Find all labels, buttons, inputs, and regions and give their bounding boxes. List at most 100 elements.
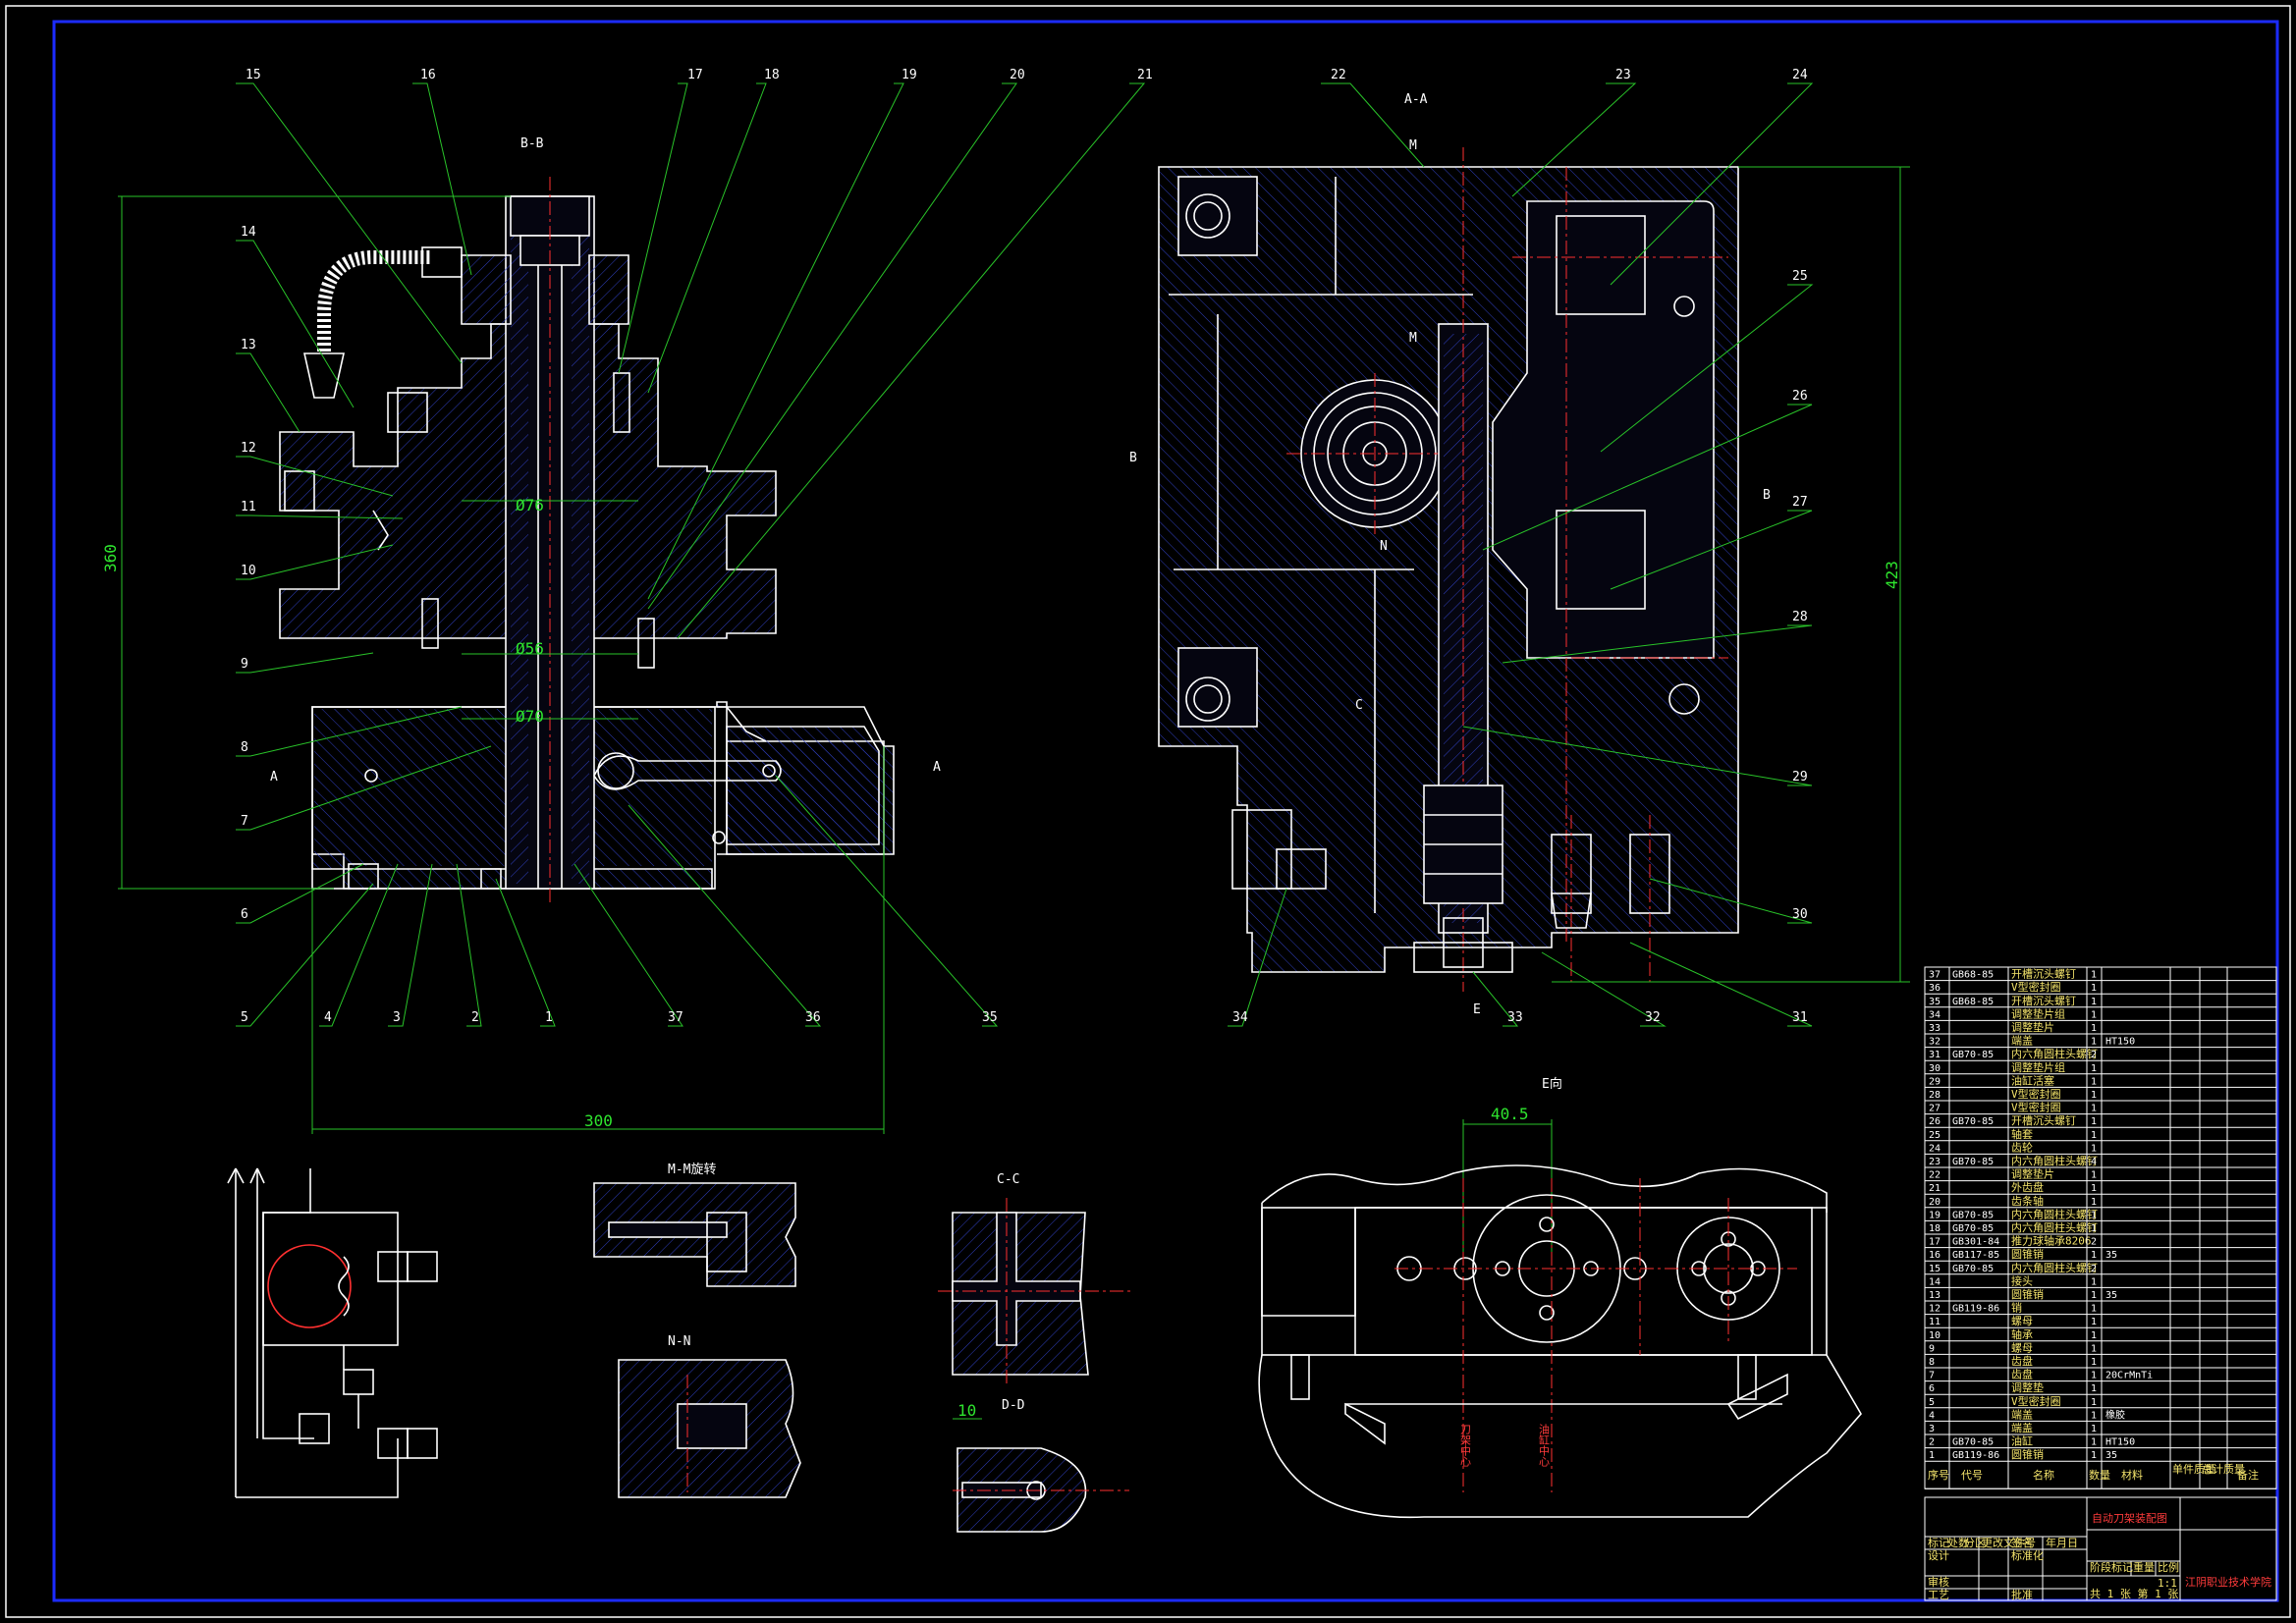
svg-text:17: 17 <box>687 68 703 82</box>
svg-text:26: 26 <box>1792 389 1808 404</box>
bom-no: 5 <box>1929 1397 1935 1408</box>
bom-header-qty: 数量 <box>2089 1469 2110 1482</box>
svg-text:比例: 比例 <box>2158 1560 2179 1574</box>
bom-qty: 1 <box>2091 1317 2097 1327</box>
bom-no: 31 <box>1929 1050 1941 1060</box>
svg-text:33: 33 <box>1507 1010 1523 1025</box>
bom-qty: 1 <box>2091 983 2097 994</box>
svg-text:6: 6 <box>241 907 248 922</box>
bom-header-code: 代号 <box>1961 1469 1983 1482</box>
svg-text:10: 10 <box>241 564 256 578</box>
svg-text:2: 2 <box>471 1010 479 1025</box>
detail-dd: D-D 10 <box>953 1398 1129 1533</box>
bom-name: 端盖 <box>2011 1407 2033 1421</box>
bom-name: 开槽沉头螺钉 <box>2011 968 2076 981</box>
bom-qty: 1 <box>2091 1450 2097 1461</box>
bom-name: V型密封圈 <box>2011 1394 2061 1408</box>
svg-text:处数: 处数 <box>1947 1537 1969 1549</box>
bom-qty: 2 <box>2091 1050 2097 1060</box>
svg-text:A-A: A-A <box>1404 92 1428 107</box>
bom-name: 内六角圆柱头螺钉 <box>2011 1154 2098 1167</box>
bom-no: 26 <box>1929 1116 1941 1127</box>
bom-name: 内六角圆柱头螺钉 <box>2011 1047 2098 1060</box>
svg-text:年月日: 年月日 <box>2046 1536 2078 1549</box>
bom-no: 10 <box>1929 1330 1941 1341</box>
svg-text:A: A <box>933 760 941 775</box>
bom-code: GB301-84 <box>1952 1237 1999 1248</box>
svg-text:工艺: 工艺 <box>1928 1589 1949 1601</box>
bom-name: 螺母 <box>2011 1315 2033 1327</box>
bom-header-no: 序号 <box>1928 1468 1949 1482</box>
bom-code: GB68-85 <box>1952 970 1994 981</box>
bom-code: GB119-86 <box>1952 1450 1999 1461</box>
svg-text:1: 1 <box>545 1010 553 1025</box>
bb-title: B-B <box>520 136 544 151</box>
bom-qty: 1 <box>2091 1143 2097 1154</box>
svg-text:13: 13 <box>241 338 256 352</box>
detail-mm: M-M旋转 <box>593 1163 796 1287</box>
bom-name: 圆锥销 <box>2011 1447 2044 1461</box>
bom-no: 32 <box>1929 1037 1941 1048</box>
bom-qty: 1 <box>2091 1223 2097 1234</box>
bom-code: GB70-85 <box>1952 1264 1994 1274</box>
svg-text:B: B <box>1129 451 1137 465</box>
svg-text:34: 34 <box>1232 1010 1248 1025</box>
svg-text:40.5: 40.5 <box>1491 1105 1529 1123</box>
bom-qty: 1 <box>2091 1330 2097 1341</box>
svg-text:25: 25 <box>1792 269 1808 284</box>
bom-no: 4 <box>1929 1410 1935 1421</box>
bom-qty: 1 <box>2091 1076 2097 1087</box>
bom-no: 14 <box>1929 1276 1941 1287</box>
svg-text:M: M <box>1409 331 1417 346</box>
bom-name: V型密封圈 <box>2011 1087 2061 1101</box>
bom-no: 25 <box>1929 1130 1941 1141</box>
bom-name: 端盖 <box>2011 1034 2033 1048</box>
bom-name: 销 <box>2011 1301 2022 1315</box>
bom-no: 30 <box>1929 1063 1941 1074</box>
bom-mat: 35 <box>2105 1290 2117 1301</box>
svg-text:阶段标记: 阶段标记 <box>2090 1560 2133 1574</box>
svg-text:N: N <box>1380 539 1388 554</box>
svg-text:A: A <box>270 770 278 784</box>
bom-header-name: 名称 <box>2033 1468 2054 1482</box>
bom-mat: HT150 <box>2105 1037 2135 1048</box>
bom-qty: 1 <box>2091 1424 2097 1434</box>
svg-text:423: 423 <box>1883 561 1901 589</box>
leaders-left <box>236 82 1146 1027</box>
bom-qty: 1 <box>2091 1276 2097 1287</box>
svg-text:21: 21 <box>1137 68 1153 82</box>
svg-text:30: 30 <box>1792 907 1808 922</box>
axis-label-right: 油缸中心 <box>1538 1423 1551 1467</box>
bom-qty: 1 <box>2091 1290 2097 1301</box>
svg-text:16: 16 <box>420 68 436 82</box>
bom-no: 2 <box>1929 1437 1935 1448</box>
bom-code: GB68-85 <box>1952 997 1994 1007</box>
bom-qty: 2 <box>2091 1264 2097 1274</box>
svg-text:Ø76: Ø76 <box>516 496 544 514</box>
svg-text:19: 19 <box>902 68 917 82</box>
svg-text:20: 20 <box>1010 68 1025 82</box>
axis-label-left: 刀架中心 <box>1459 1424 1472 1467</box>
bom-code: GB70-85 <box>1952 1116 1994 1127</box>
bom-code: GB70-85 <box>1952 1437 1994 1448</box>
svg-text:10: 10 <box>957 1401 976 1420</box>
leaders-right <box>1228 82 1814 1027</box>
bom-header-note: 备注 <box>2237 1468 2259 1482</box>
title-block: 自动刀架装配图 江阴职业技术学院 标记 处数 分区 更改文件号 签名 年月日 设… <box>1924 1496 2277 1601</box>
svg-text:批准: 批准 <box>2011 1588 2033 1601</box>
svg-text:标记: 标记 <box>1928 1536 1949 1549</box>
svg-text:27: 27 <box>1792 495 1808 510</box>
svg-text:重量: 重量 <box>2133 1560 2155 1574</box>
svg-text:共 1 张 第 1 张: 共 1 张 第 1 张 <box>2090 1587 2178 1600</box>
bom-no: 28 <box>1929 1090 1941 1101</box>
section-bb: B-B <box>101 136 941 1134</box>
bom-name: 齿盘 <box>2011 1368 2033 1381</box>
bom-name: 内六角圆柱头螺钉 <box>2011 1207 2098 1220</box>
svg-text:23: 23 <box>1615 68 1631 82</box>
bom-qty: 1 <box>2091 1383 2097 1394</box>
bom-no: 20 <box>1929 1197 1941 1208</box>
svg-text:签名: 签名 <box>2011 1536 2033 1549</box>
svg-text:标准化: 标准化 <box>2011 1548 2044 1562</box>
detail-cc: C-C <box>938 1172 1134 1384</box>
svg-text:更改文件号: 更改文件号 <box>1982 1536 2036 1549</box>
